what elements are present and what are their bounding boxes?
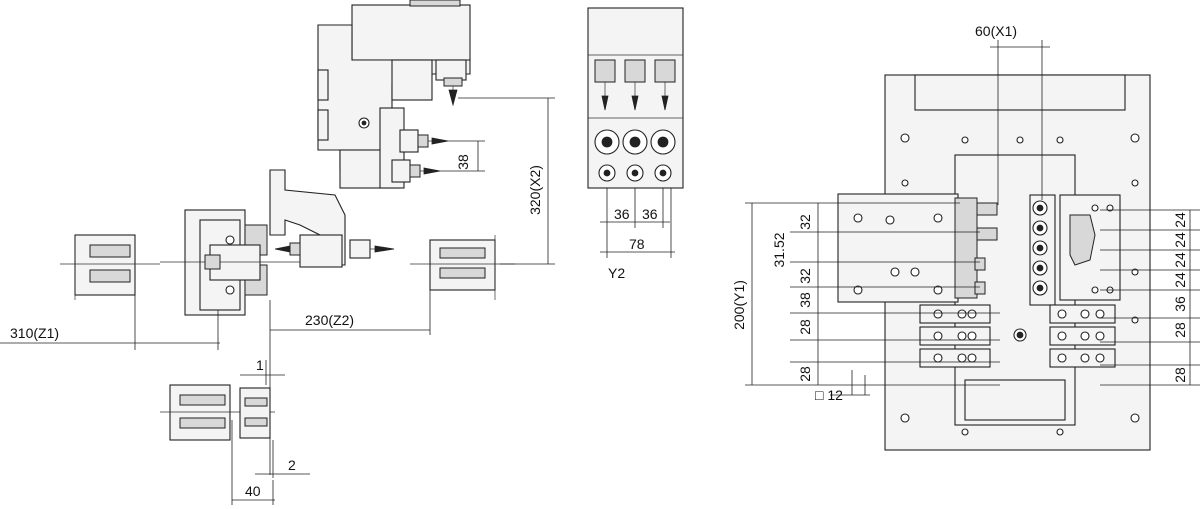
dim-28-right-a: 28 [1172, 322, 1188, 338]
main-spindle-chuck [160, 209, 300, 316]
right-top-view: 60(X1) 200(Y1) 32 31.52 32 38 28 28 □ 12… [731, 23, 1200, 451]
label-y2: Y2 [608, 265, 625, 281]
dim-60-x1: 60(X1) [975, 23, 1017, 39]
right-bracket [1059, 194, 1121, 301]
dim-24-b: 24 [1172, 232, 1188, 248]
left-collet [60, 234, 160, 300]
dim-31-52: 31.52 [771, 232, 787, 267]
dim-28-left-b: 28 [797, 366, 813, 382]
tool-block [837, 193, 998, 303]
dim-38-left: 38 [455, 154, 471, 170]
dim-320-x2: 320(X2) [527, 165, 543, 215]
left-side-view: 38 320(X2) 310(Z1) 230(Z2) 1 2 40 [0, 0, 555, 505]
slide-rows [919, 304, 1116, 368]
bottom-collets [160, 384, 275, 441]
middle-collet-faces [594, 129, 676, 182]
dim-24-c: 24 [1172, 252, 1188, 268]
right-dimension-lines [745, 40, 1200, 396]
middle-dimension-lines [600, 188, 675, 258]
dim-230-z2: 230(Z2) [305, 312, 354, 328]
dim-32-b: 32 [797, 268, 813, 284]
dim-24-a: 24 [1172, 212, 1188, 228]
upper-tool-holders [391, 129, 449, 183]
dim-36-right: 36 [1172, 296, 1188, 312]
turret-housing [317, 0, 471, 189]
dim-square-12: □ 12 [815, 387, 843, 403]
dim-2: 2 [288, 457, 296, 473]
collet-column [1029, 194, 1056, 306]
dim-38-right: 38 [797, 292, 813, 308]
dim-40: 40 [245, 483, 261, 499]
middle-tool-heads [594, 59, 676, 111]
dim-32-a: 32 [797, 214, 813, 230]
dim-78: 78 [629, 236, 645, 252]
right-collet [410, 235, 515, 300]
dim-200-y1: 200(Y1) [731, 280, 747, 330]
dim-28-right-b: 28 [1172, 367, 1188, 383]
dim-36-b: 36 [642, 206, 658, 222]
dim-36-a: 36 [614, 206, 630, 222]
dim-1: 1 [256, 357, 264, 373]
base-holes [900, 133, 1140, 436]
dim-28-left-a: 28 [797, 319, 813, 335]
left-dimension-lines [0, 97, 555, 505]
dim-310-z1: 310(Z1) [10, 325, 59, 341]
tool-bracket-arm [269, 169, 395, 268]
middle-front-view: 36 36 78 Y2 [587, 7, 684, 281]
dim-24-d: 24 [1172, 272, 1188, 288]
